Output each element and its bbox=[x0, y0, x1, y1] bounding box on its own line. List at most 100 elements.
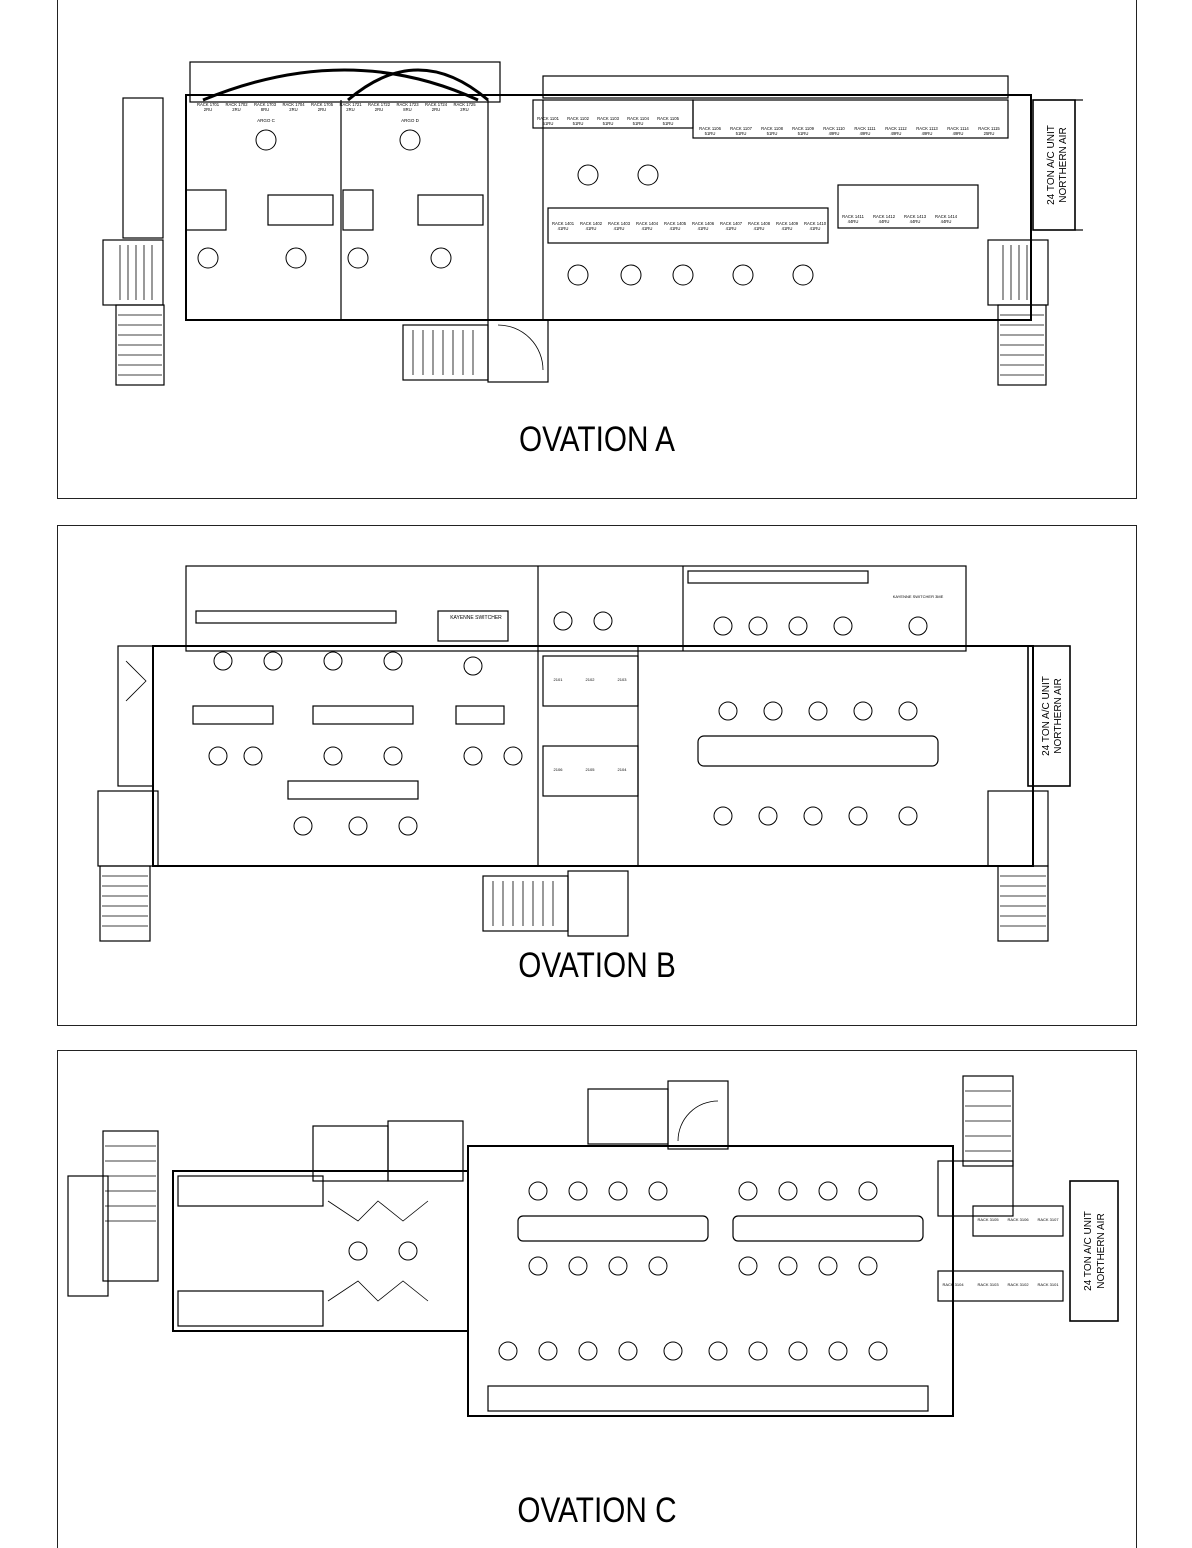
rack-3101-label: RACK 3101 bbox=[1037, 1282, 1059, 1287]
right-mid-rack-label: RACK 1108 bbox=[761, 126, 783, 131]
top-rack-label: RACK 1722 bbox=[368, 102, 391, 107]
row-1400-rack-label: RACK 1405 bbox=[664, 221, 687, 226]
plan-title-ovation-c: OVATION C bbox=[517, 1491, 677, 1530]
right-mid-rack-label: RACK 1107 bbox=[730, 126, 752, 131]
row-1411-rack-ru-label: 44RU bbox=[848, 219, 859, 224]
rack-3106-label: RACK 3106 bbox=[1007, 1217, 1029, 1222]
right-mid-rack-ru-label: 25RU bbox=[984, 131, 995, 136]
rack-3102-label: RACK 3102 bbox=[1007, 1282, 1029, 1287]
argo-d-label: ARGO D bbox=[401, 118, 420, 123]
argo-c-label: ARGO C bbox=[257, 118, 276, 123]
ac-unit-label-line1: 24 TON A/C UNIT bbox=[1083, 1211, 1094, 1291]
right-top-rack-label: RACK 1103 bbox=[597, 116, 619, 121]
rack-3103-label: RACK 3103 bbox=[977, 1282, 999, 1287]
top-rack-ru-label: 2RU bbox=[204, 107, 212, 112]
top-rack-ru-label: 2RU bbox=[432, 107, 440, 112]
row-1400-rack-ru-label: 41RU bbox=[558, 226, 569, 231]
row-1400-rack-ru-label: 41RU bbox=[670, 226, 681, 231]
floor-plan-ovation-c: 24 TON A/C UNIT NORTHERN AIR RACK 3105 R… bbox=[57, 1050, 1137, 1548]
right-top-rack-label: RACK 1105 bbox=[657, 116, 679, 121]
right-mid-rack-label: RACK 1110 bbox=[823, 126, 845, 131]
kayenne-switcher-label: KAYENNE SWITCHER bbox=[450, 615, 502, 621]
top-rack-label: RACK 1705 bbox=[311, 102, 334, 107]
top-rack-label: RACK 1723 bbox=[396, 102, 419, 107]
right-mid-rack-label: RACK 1113 bbox=[916, 126, 938, 131]
row-1400-rack-label: RACK 1404 bbox=[636, 221, 659, 226]
rack-3107-label: RACK 3107 bbox=[1037, 1217, 1059, 1222]
ovation-a-drawing: 24 TON A/C UNIT NORTHERN AIR ARGO C ARGO… bbox=[102, 61, 1083, 386]
right-mid-rack-label: RACK 1106 bbox=[699, 126, 721, 131]
top-rack-label: RACK 1701 bbox=[197, 102, 220, 107]
ac-unit-label-line1: 24 TON A/C UNIT bbox=[1046, 125, 1057, 205]
row-1400-rack-ru-label: 41RU bbox=[754, 226, 765, 231]
right-mid-rack-ru-label: 51RU bbox=[705, 131, 716, 136]
row-1400-rack-ru-label: 41RU bbox=[642, 226, 653, 231]
ac-unit-label-line2: NORTHERN AIR bbox=[1096, 1213, 1107, 1288]
ac-unit-label-line2: NORTHERN AIR bbox=[1053, 678, 1064, 753]
kayenne-switcher-3me-label: KAYENNE SWITCHER 3ME bbox=[893, 594, 944, 599]
rack-3104-label: RACK 3104 bbox=[942, 1282, 964, 1287]
rack-3105-label: RACK 3105 bbox=[977, 1217, 999, 1222]
floor-plan-ovation-a: 24 TON A/C UNIT NORTHERN AIR ARGO C ARGO… bbox=[57, 0, 1137, 499]
row-1400-rack-label: RACK 1407 bbox=[720, 221, 743, 226]
row-1400-rack-ru-label: 41RU bbox=[810, 226, 821, 231]
row-1400-rack-label: RACK 1408 bbox=[748, 221, 771, 226]
top-rack-label: RACK 1703 bbox=[254, 102, 277, 107]
top-rack-label: RACK 1725 bbox=[453, 102, 476, 107]
top-rack-ru-label: 2RU bbox=[375, 107, 383, 112]
right-mid-rack-label: RACK 1114 bbox=[947, 126, 969, 131]
right-mid-rack-ru-label: 49RU bbox=[922, 131, 933, 136]
right-mid-rack-ru-label: 49RU bbox=[891, 131, 902, 136]
top-rack-label: RACK 1724 bbox=[425, 102, 448, 107]
right-mid-rack-label: RACK 1115 bbox=[978, 126, 1000, 131]
row-1400-rack-ru-label: 41RU bbox=[782, 226, 793, 231]
row-1411-rack-ru-label: 44RU bbox=[879, 219, 890, 224]
right-mid-rack-label: RACK 1112 bbox=[885, 126, 907, 131]
top-rack-ru-label: 2RU bbox=[289, 107, 297, 112]
row-1400-rack-ru-label: 41RU bbox=[586, 226, 597, 231]
rack-2104-label: 2104 bbox=[618, 767, 628, 772]
right-top-rack-ru-label: 51RU bbox=[633, 121, 644, 126]
row-1411-rack-ru-label: 44RU bbox=[941, 219, 952, 224]
row-1400-rack-label: RACK 1409 bbox=[776, 221, 799, 226]
right-top-rack-ru-label: 51RU bbox=[603, 121, 614, 126]
row-1400-rack-ru-label: 41RU bbox=[614, 226, 625, 231]
rack-2102-label: 2102 bbox=[586, 677, 596, 682]
right-mid-rack-label: RACK 1109 bbox=[792, 126, 814, 131]
row-1400-rack-label: RACK 1401 bbox=[552, 221, 575, 226]
right-top-rack-ru-label: 51RU bbox=[663, 121, 674, 126]
top-rack-ru-label: 2RU bbox=[318, 107, 326, 112]
top-rack-ru-label: 2RU bbox=[460, 107, 468, 112]
rack-2106-label: 2106 bbox=[554, 767, 564, 772]
top-rack-ru-label: 2RU bbox=[232, 107, 240, 112]
top-rack-ru-label: 8RU bbox=[261, 107, 269, 112]
top-rack-label: RACK 1702 bbox=[225, 102, 248, 107]
right-top-rack-label: RACK 1102 bbox=[567, 116, 589, 121]
floor-plan-ovation-b: KAYENNE SWITCHER KAYENNE SWITCHER 3ME 24… bbox=[57, 525, 1137, 1026]
rack-2105-label: 2105 bbox=[586, 767, 596, 772]
top-rack-ru-label: 8RU bbox=[403, 107, 411, 112]
ac-unit-label-line2: NORTHERN AIR bbox=[1058, 127, 1069, 202]
row-1400-rack-ru-label: 41RU bbox=[698, 226, 709, 231]
rack-2101-label: 2101 bbox=[554, 677, 564, 682]
row-1400-rack-label: RACK 1402 bbox=[580, 221, 603, 226]
right-top-rack-ru-label: 51RU bbox=[573, 121, 584, 126]
row-1400-rack-label: RACK 1406 bbox=[692, 221, 715, 226]
right-mid-rack-ru-label: 51RU bbox=[767, 131, 778, 136]
row-1400-rack-label: RACK 1410 bbox=[804, 221, 827, 226]
ovation-b-drawing: KAYENNE SWITCHER KAYENNE SWITCHER 3ME 24… bbox=[97, 565, 1071, 942]
ac-unit-label-line1: 24 TON A/C UNIT bbox=[1041, 676, 1052, 756]
right-top-rack-label: RACK 1101 bbox=[537, 116, 559, 121]
row-1400-rack-label: RACK 1403 bbox=[608, 221, 631, 226]
right-mid-rack-ru-label: 49RU bbox=[953, 131, 964, 136]
top-rack-label: RACK 1721 bbox=[339, 102, 362, 107]
plan-title-ovation-b: OVATION B bbox=[518, 946, 676, 985]
right-top-rack-ru-label: 51RU bbox=[543, 121, 554, 126]
row-1411-rack-label: RACK 1414 bbox=[935, 214, 958, 219]
row-1411-rack-label: RACK 1413 bbox=[904, 214, 927, 219]
right-mid-rack-ru-label: 51RU bbox=[798, 131, 809, 136]
top-rack-ru-label: 2RU bbox=[346, 107, 354, 112]
plan-title-ovation-a: OVATION A bbox=[519, 420, 675, 459]
right-mid-rack-ru-label: 49RU bbox=[829, 131, 840, 136]
top-rack-label: RACK 1704 bbox=[282, 102, 305, 107]
